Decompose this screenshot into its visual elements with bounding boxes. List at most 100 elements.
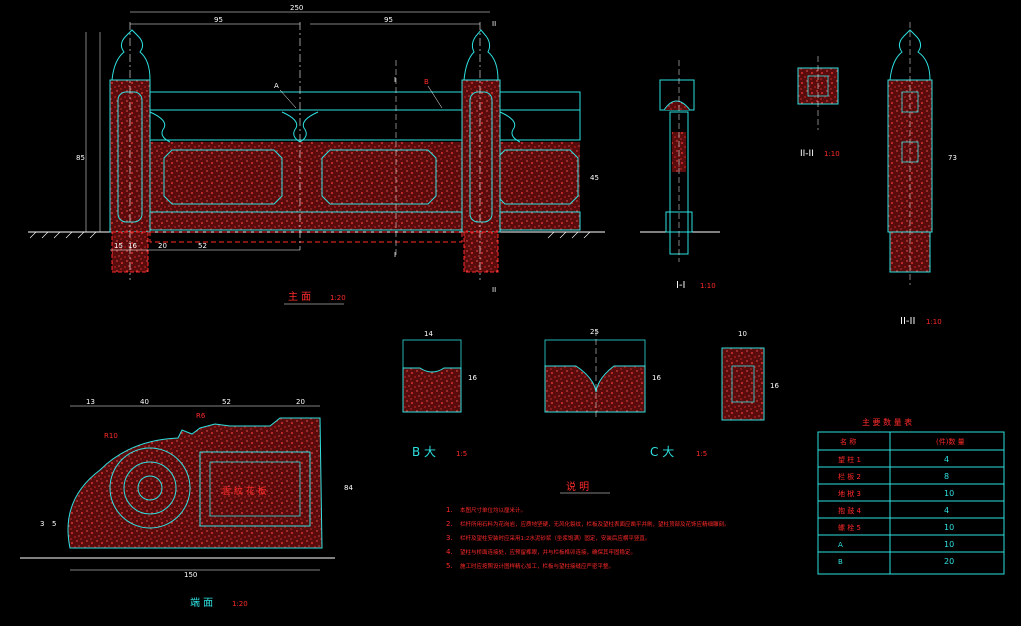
table-row-qty: 8	[944, 472, 949, 481]
section-II-post	[887, 79, 933, 233]
front-title: 主 面	[288, 291, 311, 303]
detail-c-width: 25	[590, 328, 599, 336]
end-scale: 1:20	[232, 600, 248, 608]
detail-b-scale: 1:5	[456, 450, 467, 458]
end-dim-150: 150	[184, 571, 197, 579]
table-row-lines	[818, 449, 1004, 553]
detail-b-width: 14	[424, 330, 433, 338]
dim-overall: 250	[290, 4, 303, 12]
detail-c-profile	[544, 365, 646, 413]
end-view: 雲 紋 花 板 13 40 52 20 150 84 R10 R6 3 5 端 …	[20, 398, 353, 609]
end-dim-13: 13	[86, 398, 95, 406]
table-row-name: 栏 板 2	[838, 472, 861, 481]
end-scroll-mid	[123, 461, 177, 515]
table-row-name: 地 栿 3	[838, 489, 861, 498]
end-r6: R6	[196, 412, 206, 420]
table-header-name: 名 称	[840, 437, 856, 446]
panel-frame-right	[321, 149, 437, 205]
section-II-cap	[889, 29, 931, 81]
post-right-inset	[469, 91, 493, 223]
post-right	[461, 79, 501, 233]
table-row-name: A	[838, 541, 843, 549]
dim-height-45: 45	[590, 174, 599, 182]
end-panel-text: 雲 紋 花 板	[222, 485, 267, 497]
quantity-table: 主 要 数 量 表 名 称 (件)数 量 望 柱 1 4 栏 板 2 8 地 栿 3 10…	[817, 417, 1005, 575]
end-title: 端 面	[190, 596, 213, 609]
section-II-height: 73	[948, 154, 957, 162]
section-I-scale: 1:10	[700, 282, 716, 290]
detail-c: 25 16 C 大 1:5	[544, 328, 707, 459]
post-right-footing	[463, 231, 499, 273]
dim-bottom-20: 20	[158, 242, 167, 250]
section-I: I-I 1:10	[640, 60, 720, 291]
detail-b-profile	[402, 367, 462, 413]
cut-mark-I-top: I	[394, 76, 396, 84]
note-line-2: 栏杆所用石料为花岗岩，应质地坚硬，无风化裂纹，栏板及望柱表面应凿平并刷，望柱顶部…	[460, 520, 730, 528]
cut-mark-II-top: II	[492, 20, 496, 28]
end-dim-5: 5	[52, 520, 56, 528]
panel-frame-left	[163, 149, 283, 205]
end-scroll-body	[67, 417, 323, 549]
panel-fill	[140, 142, 580, 230]
callout-b: B	[424, 78, 429, 86]
callout-a: A	[274, 82, 279, 90]
section-II-scale: 1:10	[926, 318, 942, 326]
note-num-1: 1.	[446, 506, 453, 514]
post-right-cap	[463, 29, 499, 81]
detail-b: 14 16 B 大 1:5	[402, 330, 477, 459]
detail-b-height: 16	[468, 374, 477, 382]
middle-rail	[139, 109, 581, 141]
detail-b-title: B 大	[412, 445, 436, 459]
detail-c-title: C 大	[650, 445, 674, 459]
section-II-small-scale: 1:10	[824, 150, 840, 158]
table-row-name: 望 柱 1	[838, 455, 861, 464]
end-scroll-inner	[137, 475, 163, 501]
table-row-name: 螺 栓 5	[838, 523, 861, 532]
table-title: 主 要 数 量 表	[862, 417, 912, 427]
table-row-qty: 10	[944, 540, 954, 549]
section-I-rail-profile	[663, 100, 691, 111]
notes-title: 说 明	[566, 480, 589, 493]
end-dim-3: 3	[40, 520, 44, 528]
cut-mark-I-bottom: I	[394, 251, 396, 259]
note-line-3: 栏杆及望柱安装时应采用1:2水泥砂浆（坐浆饱满）固定，安装后应横平竖直。	[460, 534, 650, 542]
table-border	[817, 431, 1005, 575]
table-row-qty: 4	[944, 506, 949, 515]
dim-bottom-16: 16	[128, 242, 137, 250]
note-line-4: 望柱与桥面连接处，应预留榫眼，并与栏板榫卯连接，确保其牢固稳定。	[460, 548, 636, 556]
note-num-5: 5.	[446, 562, 453, 570]
baluster-right	[499, 111, 521, 143]
table-row-qty: 20	[944, 557, 954, 566]
foundation-dashed	[149, 231, 463, 243]
end-scroll-outer	[109, 447, 191, 529]
end-r10: R10	[104, 432, 118, 440]
detail-small-core	[731, 365, 755, 403]
top-rail	[139, 91, 581, 111]
note-num-3: 3.	[446, 534, 453, 542]
table-row-qty: 10	[944, 489, 954, 498]
detail-small: 10 16	[721, 330, 779, 421]
section-II-small: II-II 1:10	[797, 56, 840, 159]
end-panel-inner	[209, 461, 301, 517]
note-line-5: 施工时应按照设计图样精心加工，栏板与望柱接缝应严密平整。	[460, 562, 614, 570]
section-II-title: II-II	[900, 316, 915, 327]
ground-hatch	[29, 231, 591, 239]
detail-small-height: 16	[770, 382, 779, 390]
note-num-4: 4.	[446, 548, 453, 556]
note-line-1: 本图尺寸单位均以厘米计。	[460, 506, 526, 514]
callout-a-leader	[279, 89, 297, 109]
table-row-name: 抱 鼓 4	[838, 506, 861, 515]
end-panel-frame	[199, 451, 311, 527]
notes: 说 明 1. 2. 3. 4. 5. 本图尺寸单位均以厘米计。 栏杆所用石料为花…	[446, 480, 730, 570]
end-dim-20: 20	[296, 398, 305, 406]
note-num-2: 2.	[446, 520, 453, 528]
detail-small-block	[721, 347, 765, 421]
table-header-qty: (件)数 量	[936, 437, 965, 446]
section-II: 73 II-II 1:10	[887, 22, 957, 327]
end-dim-52: 52	[222, 398, 231, 406]
baluster-left	[149, 111, 171, 143]
dim-bottom-52: 52	[198, 242, 207, 250]
detail-c-scale: 1:5	[696, 450, 707, 458]
